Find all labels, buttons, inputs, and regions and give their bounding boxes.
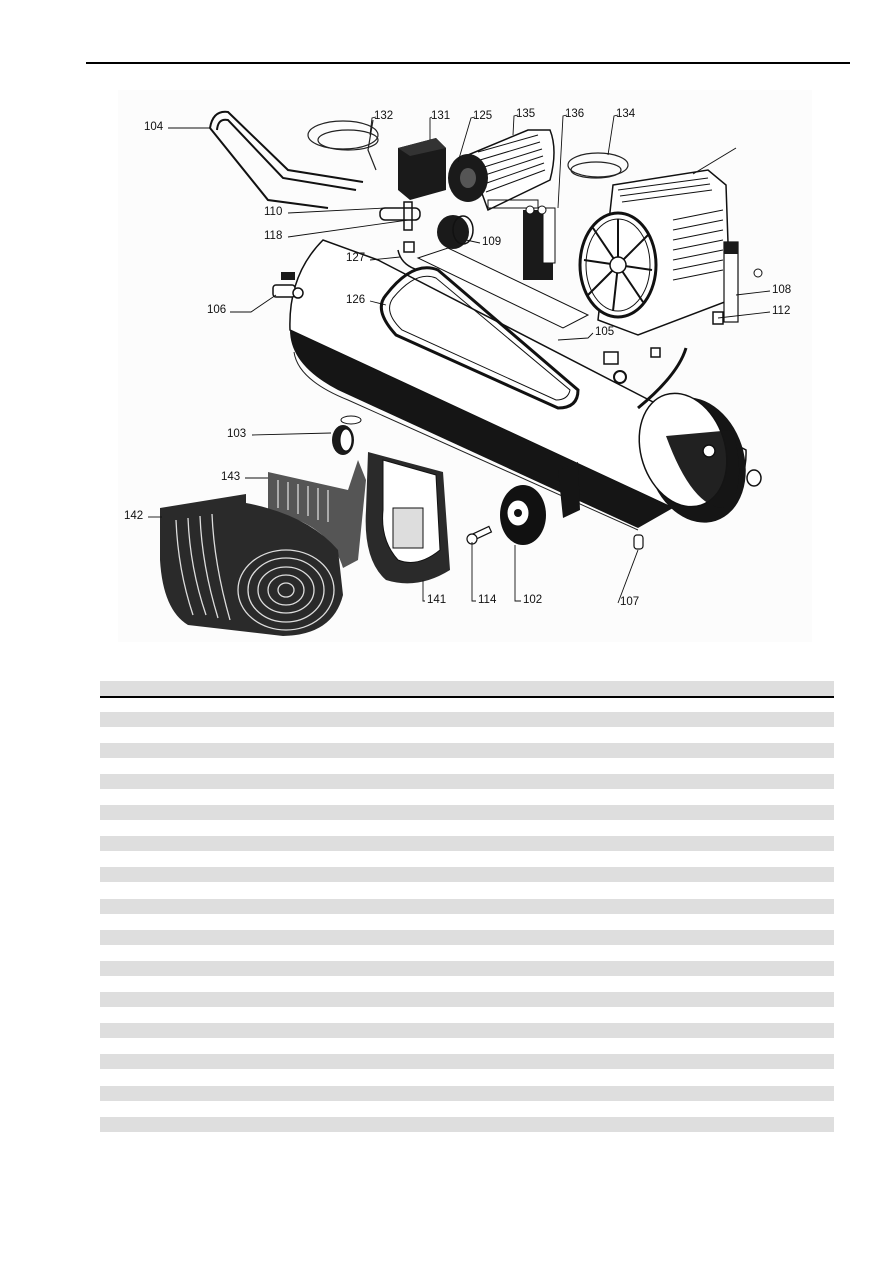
table-header-row xyxy=(100,681,834,696)
callout-leader-lines xyxy=(148,114,771,604)
motor-part xyxy=(448,129,555,212)
belt-guard-inner-141 xyxy=(365,452,450,584)
callout-104: 104 xyxy=(144,121,164,133)
axle-bolt-part xyxy=(466,525,493,545)
table-row xyxy=(100,961,834,976)
table-row xyxy=(100,743,834,758)
belt-guard-mid-143 xyxy=(268,460,366,568)
callout-103: 103 xyxy=(227,428,247,440)
compressor-illustration xyxy=(148,110,771,636)
table-row xyxy=(100,930,834,945)
table-row xyxy=(100,1054,834,1069)
callout-112: 112 xyxy=(772,305,791,317)
drain-tap-part xyxy=(272,272,304,299)
callout-102: 102 xyxy=(523,594,543,606)
capacitor-part xyxy=(523,205,556,280)
valve-part xyxy=(712,241,763,325)
table-row xyxy=(100,805,834,820)
table-row xyxy=(100,836,834,851)
table-header-rule xyxy=(100,696,834,698)
pressure-switch-part xyxy=(379,138,446,231)
callout-108: 108 xyxy=(772,284,792,296)
callout-110: 110 xyxy=(264,206,283,218)
callout-127: 127 xyxy=(346,252,366,264)
callout-142: 142 xyxy=(124,510,144,522)
callout-136: 136 xyxy=(565,108,585,120)
page-header-rule xyxy=(86,62,850,64)
table-row xyxy=(100,1086,834,1101)
callout-125: 125 xyxy=(473,110,493,122)
callout-131: 131 xyxy=(431,110,451,122)
callout-126: 126 xyxy=(346,294,366,306)
table-row xyxy=(100,774,834,789)
exploded-parts-diagram: 104 132 131 125 135 136 134 110 118 109 … xyxy=(118,90,812,642)
table-row xyxy=(100,1117,834,1132)
callout-105: 105 xyxy=(595,326,615,338)
callout-143: 143 xyxy=(221,471,241,483)
pump-head-part xyxy=(578,147,737,336)
table-row xyxy=(100,1023,834,1038)
table-row xyxy=(100,899,834,914)
castor-wheel-part xyxy=(332,415,362,455)
callout-118: 118 xyxy=(264,230,283,242)
callout-135: 135 xyxy=(516,108,536,120)
callout-134: 134 xyxy=(616,108,636,120)
callout-106: 106 xyxy=(207,304,227,316)
callout-107: 107 xyxy=(620,596,640,608)
callout-109: 109 xyxy=(482,236,502,248)
callout-114: 114 xyxy=(478,594,497,606)
cable-parts xyxy=(307,119,629,179)
clip-part xyxy=(633,534,644,550)
callout-141: 141 xyxy=(427,594,447,606)
air-filter-part xyxy=(437,215,474,249)
handle-part xyxy=(209,110,364,209)
air-tank-part xyxy=(289,239,762,531)
wheel-part xyxy=(500,485,546,545)
table-row xyxy=(100,712,834,727)
table-row xyxy=(100,867,834,882)
belt-guard-outer-142 xyxy=(160,494,343,636)
table-row xyxy=(100,992,834,1007)
callout-132: 132 xyxy=(374,110,394,122)
